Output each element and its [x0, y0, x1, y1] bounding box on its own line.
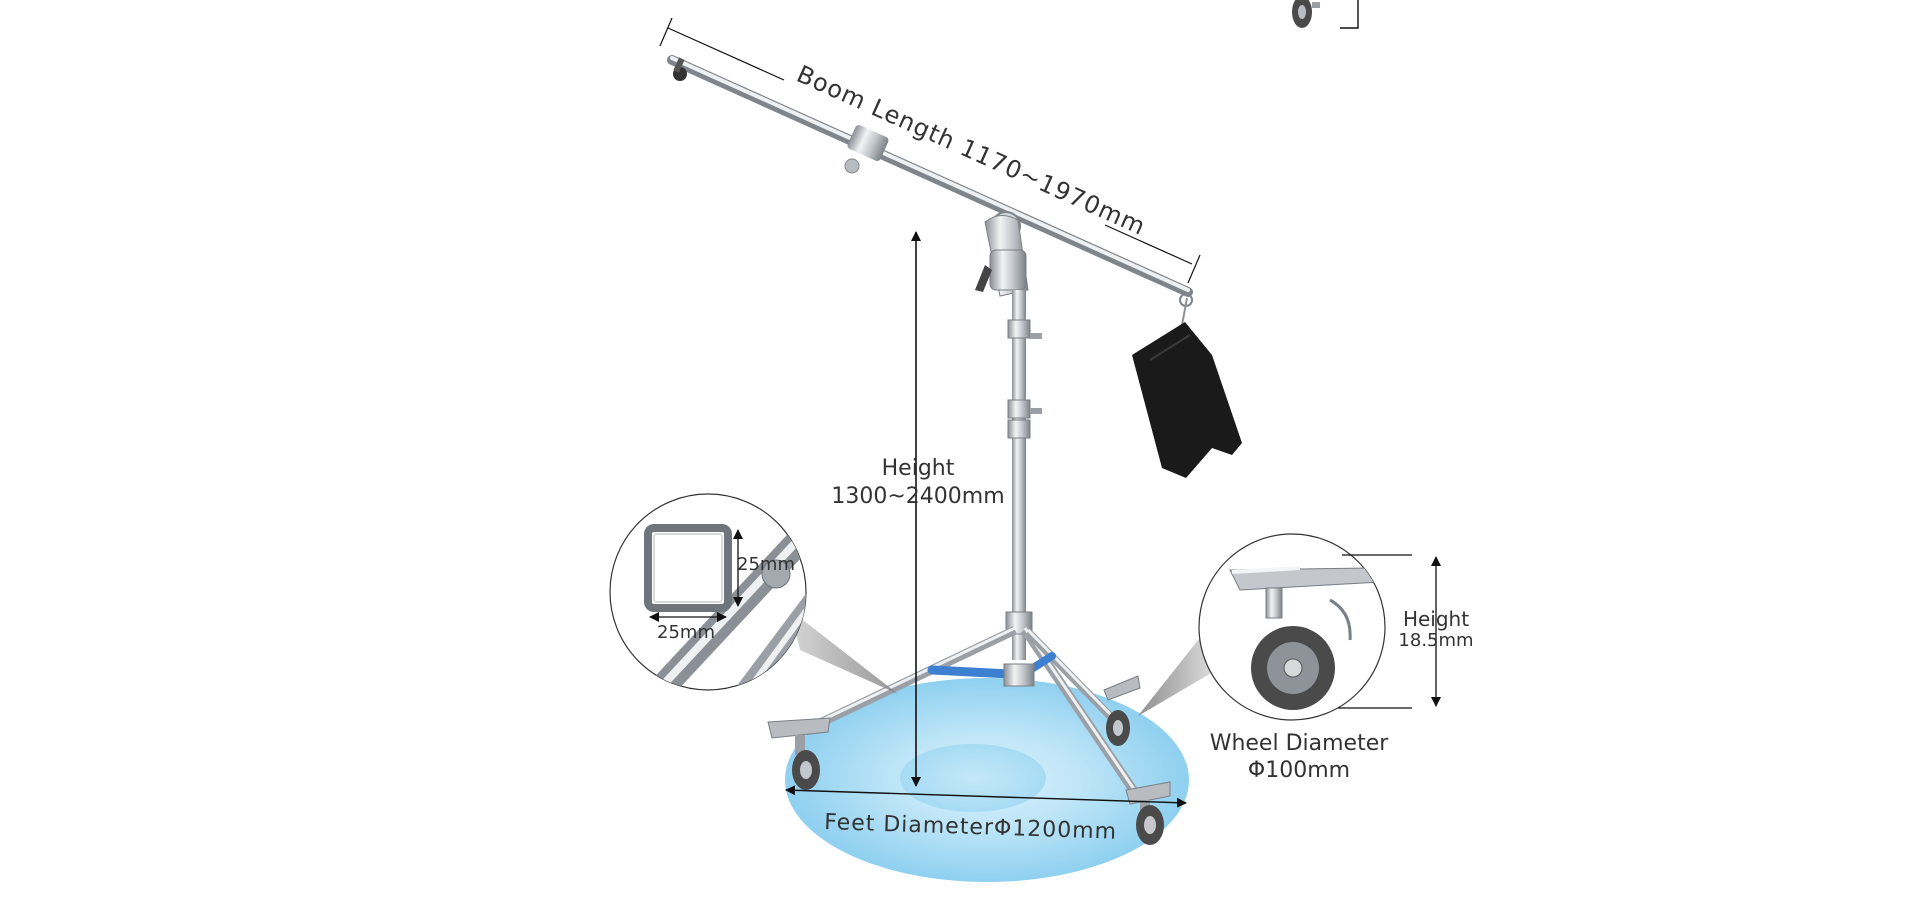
caster-wheel-detail	[1198, 533, 1386, 721]
feet-diameter-dimension	[785, 785, 1187, 808]
tripod-legs	[793, 625, 1144, 803]
wheel-height-value-label: 18.5mm	[1398, 630, 1473, 651]
riser-column	[1005, 290, 1042, 660]
zoom-cone-left	[790, 610, 898, 694]
boom-clamp-head	[975, 215, 1029, 297]
tube-side-vertical-label: 25mm	[737, 554, 795, 575]
height-title-label: Height	[882, 456, 955, 481]
tube-profile-detail	[609, 493, 807, 691]
boom-length-dimension	[659, 17, 1201, 284]
sandbag	[1132, 297, 1242, 478]
caster-wheel-right-back	[1103, 675, 1141, 746]
wheel-height-dimension	[1338, 554, 1441, 709]
tube-side-horizontal-label: 25mm	[657, 622, 715, 643]
top-wheel-fragment	[1292, 0, 1359, 29]
boom-length-label: Boom Length 1170~1970mm	[793, 60, 1150, 241]
wheel-height-title-label: Height	[1403, 607, 1469, 631]
boom-arm	[667, 55, 1193, 307]
wheel-diameter-title-label: Wheel Diameter	[1210, 731, 1390, 756]
zoom-cone-right	[1138, 625, 1213, 716]
height-value-label: 1300~2400mm	[831, 484, 1004, 509]
wheel-diameter-value-label: Φ100mm	[1248, 758, 1350, 783]
caster-wheel-left	[767, 717, 831, 790]
